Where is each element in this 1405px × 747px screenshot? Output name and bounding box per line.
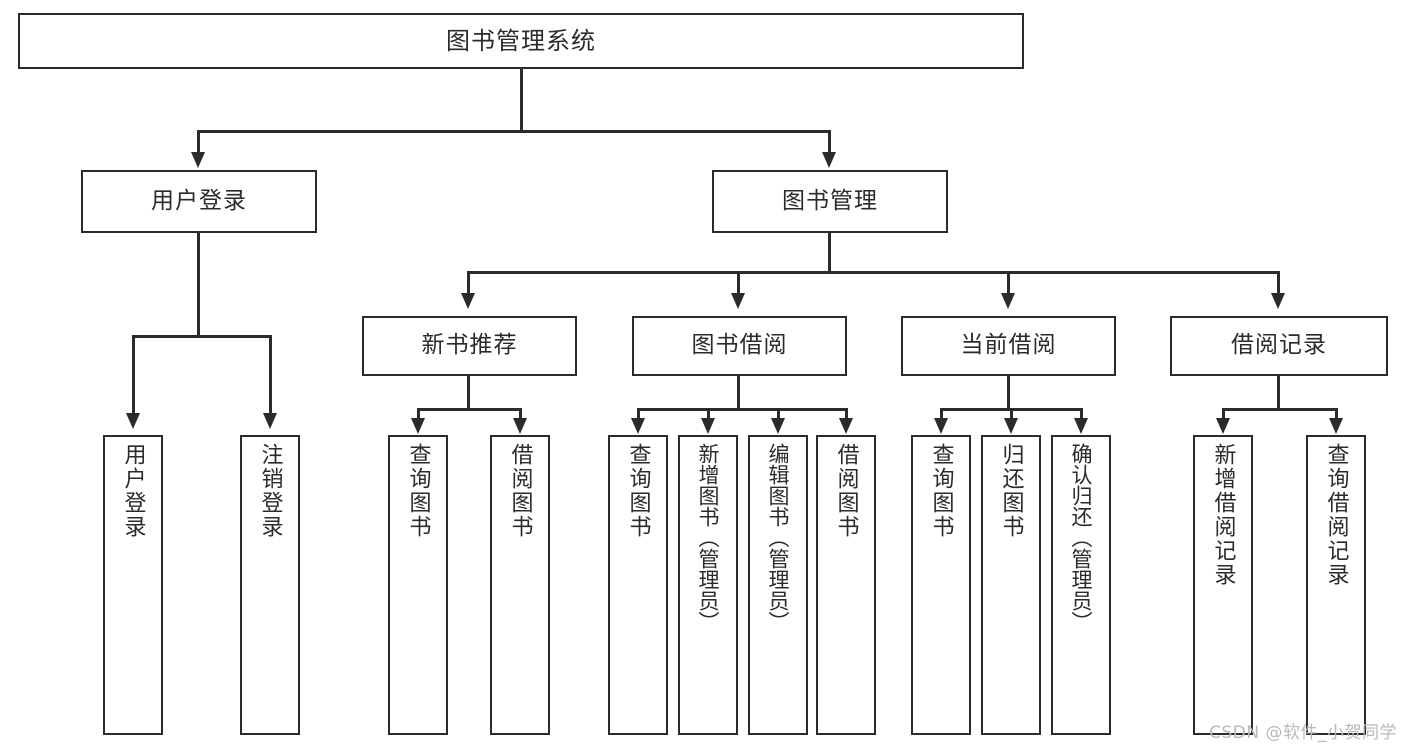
connector-book-borrow-leaf-3 [777, 408, 780, 421]
node-label: 借阅记录 [1231, 332, 1327, 359]
node-label: 查询图书 [625, 443, 651, 539]
node-label: 图书借阅 [691, 332, 788, 359]
node-label: 借阅图书 [833, 443, 859, 539]
connector-book-manage-trunk [828, 233, 831, 273]
node-borrow-record[interactable]: 借阅记录 [1170, 316, 1388, 376]
connector-current-borrow-leaf-3 [1080, 408, 1083, 421]
node-label: 借阅图书 [507, 443, 533, 539]
leaf-book-borrow-query-books[interactable]: 查询图书 [608, 435, 668, 735]
connector-user-login-leaf-2 [269, 335, 272, 417]
connector-book-borrow-leaf-2 [707, 408, 710, 421]
node-label: 图书管理 [782, 187, 878, 214]
arrow-to-borrow-record [1271, 293, 1285, 309]
node-label: 确认归还（管理员） [1069, 443, 1094, 632]
leaf-book-borrow-add-book-admin[interactable]: 新增图书（管理员） [678, 435, 738, 735]
node-current-borrow[interactable]: 当前借阅 [901, 316, 1116, 376]
node-root-book-management-system[interactable]: 图书管理系统 [18, 13, 1024, 69]
connector-borrow-record-trunk [1277, 376, 1280, 410]
arrow-book-borrow-leaf-2 [701, 418, 715, 434]
arrow-user-login-leaf-2 [263, 413, 277, 429]
connector-book-borrow-bus [637, 408, 847, 411]
arrow-borrow-record-leaf-2 [1329, 418, 1343, 434]
leaf-current-borrow-return-books[interactable]: 归还图书 [981, 435, 1041, 735]
connector-root-bus [197, 130, 831, 133]
connector-user-login-leaf-1 [132, 335, 135, 417]
node-new-book-recommend[interactable]: 新书推荐 [362, 316, 577, 376]
leaf-user-login-login[interactable]: 用户登录 [103, 435, 163, 735]
node-book-management[interactable]: 图书管理 [712, 170, 948, 233]
arrow-new-book-leaf-2 [513, 418, 527, 434]
arrow-current-borrow-leaf-1 [934, 418, 948, 434]
connector-current-borrow-leaf-2 [1010, 408, 1013, 421]
leaf-current-borrow-query-books[interactable]: 查询图书 [911, 435, 971, 735]
leaf-user-login-logout[interactable]: 注销登录 [240, 435, 300, 735]
node-label: 新增图书（管理员） [696, 443, 721, 632]
connector-new-book-bus [417, 408, 521, 411]
csdn-watermark: CSDN @软件_小贺同学 [1209, 723, 1397, 743]
connector-to-new-book-recommend [467, 271, 470, 297]
connector-user-login-bus [132, 335, 271, 338]
arrow-book-borrow-leaf-1 [631, 418, 645, 434]
node-label: 用户登录 [151, 187, 247, 214]
arrow-current-borrow-leaf-3 [1074, 418, 1088, 434]
connector-borrow-record-leaf-2 [1335, 408, 1338, 421]
leaf-new-book-query-books[interactable]: 查询图书 [388, 435, 448, 735]
leaf-book-borrow-edit-book-admin[interactable]: 编辑图书（管理员） [748, 435, 808, 735]
arrow-book-borrow-leaf-3 [771, 418, 785, 434]
connector-to-current-borrow [1007, 271, 1010, 297]
node-label: 用户登录 [120, 443, 146, 539]
arrow-root-to-book-manage [822, 152, 836, 168]
node-label: 查询图书 [405, 443, 431, 539]
node-label: 图书管理系统 [446, 26, 596, 55]
arrow-new-book-leaf-1 [411, 418, 425, 434]
connector-to-book-borrow [737, 271, 740, 297]
arrow-borrow-record-leaf-1 [1216, 418, 1230, 434]
connector-book-borrow-trunk [737, 376, 740, 410]
leaf-new-book-borrow-books[interactable]: 借阅图书 [490, 435, 550, 735]
arrow-to-book-borrow [731, 293, 745, 309]
node-label: 查询图书 [928, 443, 954, 539]
node-label: 注销登录 [257, 443, 283, 539]
node-label: 新书推荐 [421, 332, 518, 359]
leaf-book-borrow-borrow-books[interactable]: 借阅图书 [816, 435, 876, 735]
connector-root-to-book-manage [828, 130, 831, 156]
connector-current-borrow-leaf-1 [940, 408, 943, 421]
node-label: 编辑图书（管理员） [766, 443, 791, 632]
node-book-borrow[interactable]: 图书借阅 [632, 316, 847, 376]
arrow-to-new-book-recommend [461, 293, 475, 309]
connector-to-borrow-record [1277, 271, 1280, 297]
arrow-current-borrow-leaf-2 [1004, 418, 1018, 434]
connector-borrow-record-leaf-1 [1222, 408, 1225, 421]
connector-root-trunk [520, 68, 523, 132]
node-label: 查询借阅记录 [1323, 443, 1349, 587]
connector-book-manage-bus [467, 271, 1279, 274]
connector-current-borrow-trunk [1007, 376, 1010, 410]
node-label: 当前借阅 [960, 332, 1057, 359]
node-user-login[interactable]: 用户登录 [81, 170, 317, 233]
arrow-root-to-user-login [191, 152, 205, 168]
connector-user-login-trunk [197, 233, 200, 335]
connector-new-book-leaf-1 [417, 408, 420, 421]
node-label: 归还图书 [998, 443, 1024, 539]
connector-new-book-trunk [467, 376, 470, 410]
leaf-borrow-record-query-record[interactable]: 查询借阅记录 [1306, 435, 1366, 735]
connector-borrow-record-bus [1222, 408, 1337, 411]
connector-root-to-user-login [197, 130, 200, 156]
arrow-book-borrow-leaf-4 [839, 418, 853, 434]
arrow-to-current-borrow [1001, 293, 1015, 309]
node-label: 新增借阅记录 [1210, 443, 1236, 587]
connector-book-borrow-leaf-1 [637, 408, 640, 421]
arrow-user-login-leaf-1 [126, 413, 140, 429]
connector-book-borrow-leaf-4 [845, 408, 848, 421]
leaf-current-borrow-confirm-return-admin[interactable]: 确认归还（管理员） [1051, 435, 1111, 735]
leaf-borrow-record-add-record[interactable]: 新增借阅记录 [1193, 435, 1253, 735]
connector-new-book-leaf-2 [519, 408, 522, 421]
